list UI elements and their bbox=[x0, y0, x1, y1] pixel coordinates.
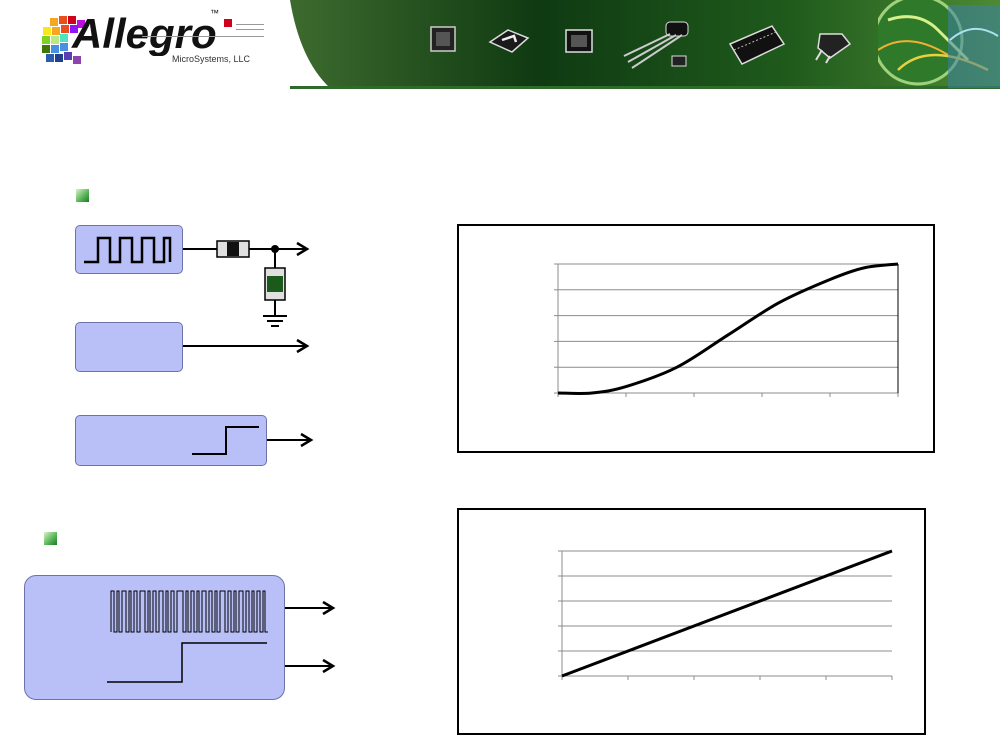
output-arrow bbox=[296, 338, 310, 354]
output-arrow bbox=[296, 241, 310, 257]
logo-wordmark: Allegro bbox=[71, 10, 217, 56]
square-wave-icon bbox=[84, 236, 172, 264]
brand-name: Allegro bbox=[71, 10, 217, 56]
series-fuse-icon bbox=[216, 240, 250, 258]
series-line-0 bbox=[557, 262, 899, 395]
logo-rule bbox=[236, 24, 264, 25]
output-arrow bbox=[322, 658, 336, 674]
chart-panel-top bbox=[457, 224, 935, 453]
step-source-block bbox=[75, 415, 267, 466]
section-bullet bbox=[44, 532, 57, 545]
brand-subtitle: MicroSystems, LLC bbox=[172, 54, 251, 64]
logo-rule bbox=[236, 29, 264, 30]
output-arrow bbox=[300, 432, 314, 448]
globe-icon bbox=[878, 0, 1000, 88]
banner-shape bbox=[290, 0, 1000, 88]
logo-mosaic-icon bbox=[42, 16, 85, 64]
trademark: ™ bbox=[210, 8, 219, 18]
chart-panel-bottom bbox=[457, 508, 926, 735]
logo-rule bbox=[142, 36, 264, 37]
step-waveform-icon bbox=[192, 426, 259, 455]
fuse-circuit bbox=[183, 240, 310, 327]
to92-transistor-icon bbox=[623, 21, 689, 69]
ground-icon bbox=[263, 315, 287, 327]
combined-source-block bbox=[24, 575, 285, 700]
pwm-waveform-icon bbox=[107, 590, 268, 683]
qfn-chip-icon bbox=[430, 26, 456, 52]
step-output-line bbox=[267, 432, 314, 448]
series-line-0 bbox=[561, 549, 893, 678]
pulse-generator-block bbox=[75, 225, 183, 274]
dpak-transistor-icon bbox=[815, 33, 852, 64]
logo-accent-square bbox=[224, 19, 232, 27]
linear-ramp-chart bbox=[558, 549, 893, 680]
dc-output-line bbox=[183, 338, 310, 354]
section-bullet bbox=[76, 189, 89, 202]
header-banner bbox=[290, 0, 1000, 89]
soic-chip-icon bbox=[565, 29, 593, 53]
shunt-fuse-icon bbox=[264, 267, 286, 301]
sip-package-icon bbox=[488, 29, 530, 53]
dc-source-block bbox=[75, 322, 183, 372]
output-arrow bbox=[322, 600, 336, 616]
s-curve-chart bbox=[554, 262, 899, 397]
step-waveform-icon bbox=[107, 642, 267, 683]
tssop-chip-icon bbox=[728, 25, 786, 65]
combined-output-lines bbox=[285, 600, 336, 674]
